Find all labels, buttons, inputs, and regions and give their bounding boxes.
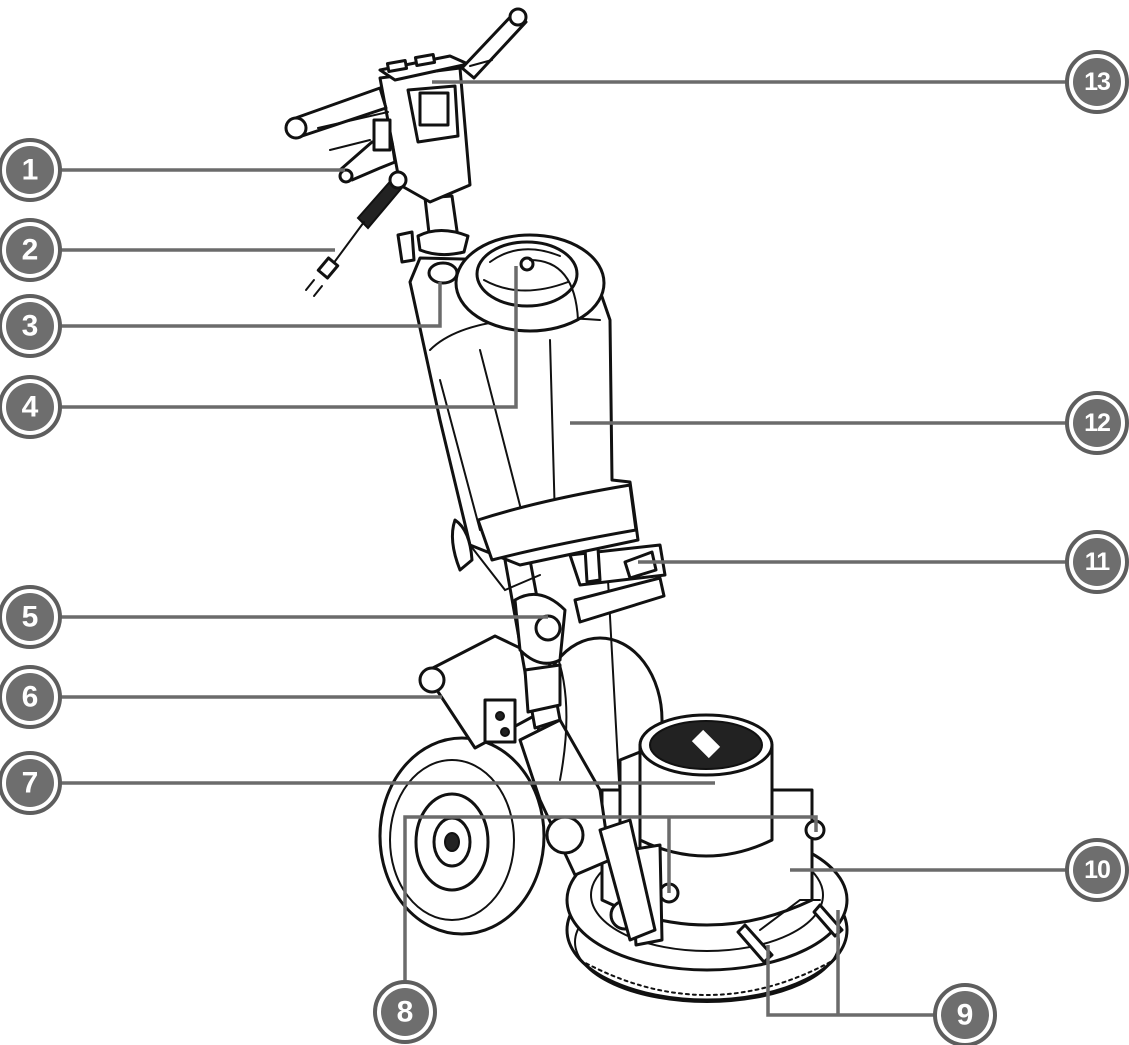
callout-11: 11 <box>1065 530 1129 594</box>
svg-text:6: 6 <box>22 681 39 714</box>
leader-9 <box>766 910 940 1017</box>
callout-4: 4 <box>0 375 62 439</box>
callout-9: 9 <box>933 983 997 1045</box>
leader-lines <box>60 80 1075 1017</box>
callout-1: 1 <box>0 138 62 202</box>
leader-8 <box>403 815 818 988</box>
svg-text:2: 2 <box>22 234 39 267</box>
callout-7: 7 <box>0 751 62 815</box>
callout-2: 2 <box>0 218 62 282</box>
callout-12: 12 <box>1065 391 1129 455</box>
tank-cap <box>454 233 606 333</box>
callout-10: 10 <box>1065 838 1129 902</box>
svg-text:1: 1 <box>22 154 39 187</box>
leader-4 <box>60 266 518 409</box>
svg-text:4: 4 <box>22 391 39 424</box>
operating-lever <box>338 118 397 184</box>
callout-5: 5 <box>0 585 62 649</box>
callouts: 1 2 3 4 5 6 7 8 <box>0 50 1129 1045</box>
svg-text:11: 11 <box>1085 548 1111 576</box>
svg-text:12: 12 <box>1084 409 1110 437</box>
svg-text:8: 8 <box>397 996 414 1029</box>
svg-text:13: 13 <box>1084 68 1110 96</box>
power-cord <box>305 170 408 297</box>
handlebar <box>284 7 528 151</box>
svg-text:10: 10 <box>1084 856 1110 884</box>
handle-tube <box>503 543 667 801</box>
control-head <box>378 52 472 204</box>
leader-3 <box>60 282 442 328</box>
callout-6: 6 <box>0 665 62 729</box>
machine-illustration <box>284 7 849 1003</box>
callout-13: 13 <box>1065 50 1129 114</box>
svg-text:5: 5 <box>22 601 39 634</box>
filler-port <box>427 261 459 285</box>
svg-text:3: 3 <box>22 310 39 343</box>
svg-text:9: 9 <box>957 999 974 1032</box>
svg-text:7: 7 <box>22 767 39 800</box>
callout-8: 8 <box>373 980 437 1044</box>
callout-3: 3 <box>0 294 62 358</box>
